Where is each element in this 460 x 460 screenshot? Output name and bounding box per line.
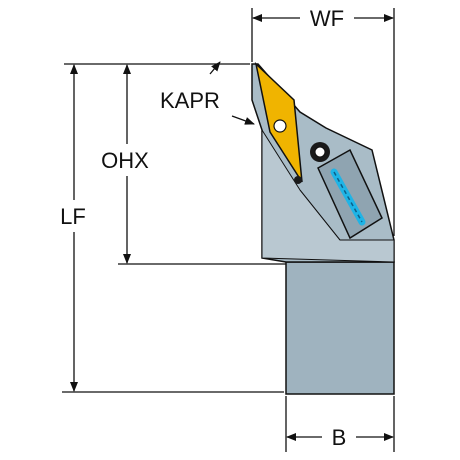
kapr-pointer [231, 115, 255, 125]
insert-hole [273, 119, 287, 133]
dimension-b [285, 396, 395, 452]
dimension-kapr [64, 61, 255, 125]
kapr-pointer [209, 61, 221, 75]
head-edge-line [299, 189, 341, 241]
shank [285, 261, 395, 395]
lf-label: LF [60, 204, 86, 229]
dimension-wf [251, 8, 395, 236]
wf-label: WF [310, 6, 344, 31]
clamp-screw-inner [314, 146, 326, 158]
insert-tip-icon [294, 176, 302, 184]
dimension-ohx [118, 64, 286, 265]
clamp-slot-dash [333, 171, 363, 223]
ohx-label: OHX [101, 148, 149, 173]
kapr-label: KAPR [160, 88, 220, 113]
b-label: B [332, 425, 347, 450]
tool-holder-body [251, 61, 395, 395]
dimension-lf [62, 64, 284, 393]
